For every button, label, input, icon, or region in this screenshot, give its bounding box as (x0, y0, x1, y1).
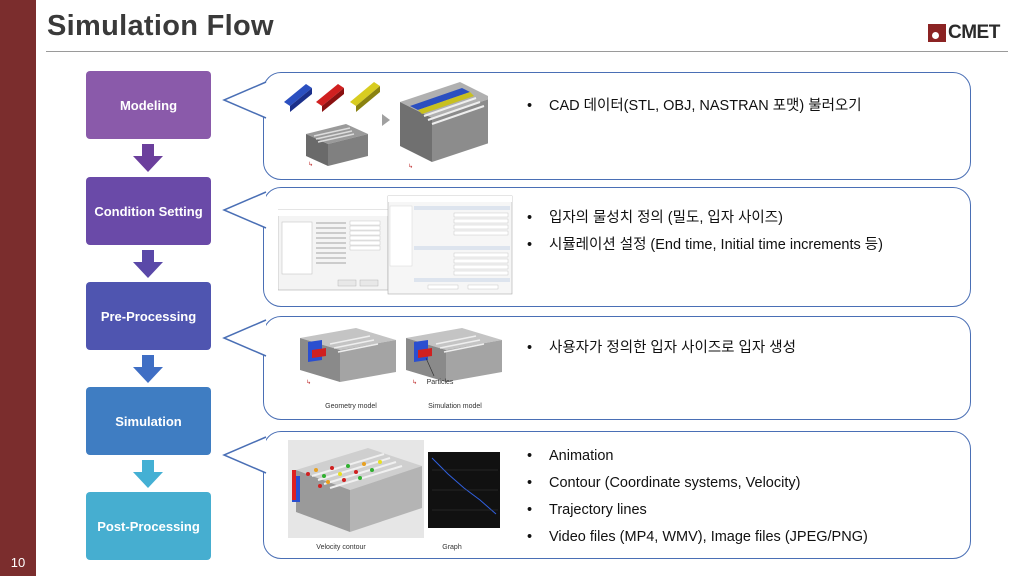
bullet-item: 입자의 물성치 정의 (밀도, 입자 사이즈) (525, 208, 883, 235)
company-logo: CMET (928, 22, 1010, 44)
simulation-model-caption: Simulation model (428, 403, 482, 410)
down-arrow-icon (133, 250, 163, 278)
step-label: Pre-Processing (100, 308, 197, 324)
bullet-item: 시뮬레이션 설정 (End time, Initial time increme… (525, 235, 883, 262)
page-number: 10 (10, 555, 26, 570)
cad-models-image: ↳ ↳ (284, 82, 488, 170)
svg-text:↳: ↳ (308, 161, 313, 168)
bullet-item: Trajectory lines (525, 500, 868, 527)
step-condition-setting: Condition Setting (86, 177, 211, 245)
bullet-item: 사용자가 정의한 입자 사이즈로 입자 생성 (525, 338, 796, 365)
modeling-bullets: CAD 데이터(STL, OBJ, NASTRAN 포맷) 불러오기 (525, 96, 862, 123)
callout-pointer (222, 436, 267, 474)
condition-bullets: 입자의 물성치 정의 (밀도, 입자 사이즈) 시뮬레이션 설정 (End ti… (525, 208, 883, 262)
callout-pointer (222, 81, 267, 119)
step-pre-processing: Pre-Processing (86, 282, 211, 350)
callout-pointer (222, 319, 267, 357)
step-post-processing: Post-Processing (86, 492, 211, 560)
title-divider (46, 51, 1008, 52)
step-label: Modeling (119, 97, 178, 113)
pre-processing-models-image: ↳ ↳ (300, 328, 502, 386)
logo-text: CMET (948, 22, 1000, 43)
step-label: Simulation (115, 413, 182, 429)
panel-modeling (263, 72, 971, 180)
bullet-item: Video files (MP4, WMV), Image files (JPE… (525, 527, 868, 554)
svg-text:↳: ↳ (408, 163, 413, 170)
page-title: Simulation Flow (47, 10, 274, 42)
down-arrow-icon (133, 355, 163, 383)
down-arrow-icon (133, 460, 163, 488)
step-label: Condition Setting (94, 203, 203, 219)
particles-caption: Particles (426, 379, 454, 386)
post-processing-results-image (288, 440, 500, 538)
callout-pointer (222, 191, 267, 229)
svg-text:↳: ↳ (412, 379, 417, 386)
step-label: Post-Processing (97, 518, 200, 534)
settings-dialog-image (278, 195, 513, 295)
svg-text:↳: ↳ (306, 379, 311, 386)
geometry-model-caption: Geometry model (325, 403, 377, 410)
post-processing-bullets: Animation Contour (Coordinate systems, V… (525, 446, 868, 554)
velocity-contour-caption: Velocity contour (316, 544, 366, 551)
step-simulation: Simulation (86, 387, 211, 455)
sidebar-band (0, 0, 36, 576)
graph-caption: Graph (442, 544, 462, 551)
down-arrow-icon (133, 144, 163, 172)
pre-processing-bullets: 사용자가 정의한 입자 사이즈로 입자 생성 (525, 338, 796, 365)
bullet-item: Animation (525, 446, 868, 473)
logo-mark-icon (928, 24, 946, 42)
bullet-item: CAD 데이터(STL, OBJ, NASTRAN 포맷) 불러오기 (525, 96, 862, 123)
step-modeling: Modeling (86, 71, 211, 139)
bullet-item: Contour (Coordinate systems, Velocity) (525, 473, 868, 500)
